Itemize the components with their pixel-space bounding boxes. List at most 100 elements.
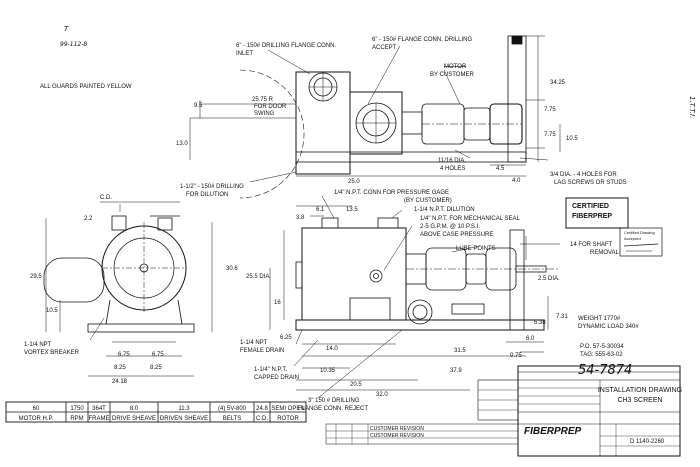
side-base bbox=[87, 323, 195, 333]
spec-value-driven-sheave: 11.3 bbox=[178, 406, 190, 412]
holes-note-1: 11/16 DIA. bbox=[438, 158, 466, 164]
guards-note: ALL GUARDS PAINTED YELLOW bbox=[40, 84, 132, 90]
dim-7-31: 7.31 bbox=[556, 314, 568, 320]
shaft-note-2: REMOVAL bbox=[590, 250, 620, 256]
dim-10-35: 10.35 bbox=[320, 368, 336, 374]
front-base-plate bbox=[295, 319, 545, 331]
dim-4-0: 4.0 bbox=[512, 178, 521, 184]
spec-value-rpm: 1750 bbox=[70, 406, 84, 412]
door-note-3: SWING bbox=[254, 111, 275, 117]
spec-value-hp: 60 bbox=[33, 406, 40, 412]
spec-table: 60 1750 364T 8.0 11.3 (4) 5V-800 24.8 SE… bbox=[5, 401, 307, 423]
title-block: CUSTOMER REVISION CUSTOMER REVISION INST… bbox=[325, 365, 682, 457]
shaft-note-1: 14 FOR SHAFT bbox=[570, 242, 613, 248]
certified-stamp bbox=[565, 197, 629, 229]
dilution-port bbox=[369, 269, 383, 283]
dim-25-0: 25.0 bbox=[348, 179, 360, 185]
spec-header-drive-sheave: DRIVE SHEAVE bbox=[112, 416, 156, 422]
dim-2-2: 2.2 bbox=[84, 216, 93, 222]
accepted-stamp-line-1: Certified Drawing bbox=[624, 230, 655, 235]
tag-number: TAG: 555-63-02 bbox=[580, 352, 623, 358]
door-note-1: 25.75 R bbox=[252, 97, 274, 103]
reject-note-1: 3" 150 # DRILLING bbox=[308, 398, 360, 404]
dim-37-9: 37.9 bbox=[450, 368, 462, 374]
drawing-number: D 1140-2260 bbox=[630, 439, 665, 445]
dim-16: 16 bbox=[274, 300, 281, 306]
dim-8-25-a: 8.25 bbox=[114, 365, 126, 371]
dim-10-5-side: 10.5 bbox=[46, 308, 58, 314]
drawing-title-2: CH3 SCREEN bbox=[617, 397, 662, 404]
reject-note-2: FLANGE CONN. REJECT bbox=[298, 406, 368, 412]
spec-header-hp: MOTOR H.P. bbox=[19, 416, 54, 422]
corner-notes: T 99-112-8 ALL GUARDS PAINTED YELLOW 1.T… bbox=[40, 25, 696, 118]
gage-note-2: (BY CUSTOMER) bbox=[404, 198, 452, 204]
weight-note: WEIGHT 1770# bbox=[578, 316, 621, 322]
inlet-label-1: 6" - 150# DRILLING FLANGE CONN. bbox=[236, 43, 336, 49]
dilution-note-2: FOR DILUTION bbox=[186, 192, 228, 198]
company-logo: FIBERPREP bbox=[524, 426, 582, 437]
spec-header-rpm: RPM bbox=[70, 416, 83, 422]
dim-25-5-dia: 25.5 DIA. bbox=[246, 274, 271, 280]
dim-8-25-b: 8.25 bbox=[150, 365, 162, 371]
drawing-title-1: INSTALLATION DRAWING bbox=[598, 387, 682, 394]
revision-2: CUSTOMER REVISION bbox=[370, 433, 424, 439]
top-base-plate bbox=[295, 151, 527, 163]
dim-0-75: 0.75 bbox=[510, 353, 522, 359]
top-pedestal bbox=[507, 35, 527, 163]
top-view: 6" - 150# DRILLING FLANGE CONN. INLET 6"… bbox=[176, 35, 627, 199]
inlet-label-2: INLET bbox=[236, 51, 253, 57]
dim-13-5: 13.5 bbox=[346, 207, 358, 213]
dilution-npt-note: 1-1/4 N.P.T. DILUTION bbox=[414, 207, 475, 213]
certified-stamp-line-2: FIBERPREP bbox=[572, 213, 612, 220]
dim-31-5: 31.5 bbox=[454, 348, 466, 354]
door-swing-arc bbox=[239, 69, 305, 199]
door-note-2: FOR DOOR bbox=[254, 104, 287, 110]
accepted-stamp bbox=[619, 227, 663, 257]
dim-6-38: 6.38 bbox=[534, 320, 546, 326]
front-pedestal bbox=[509, 229, 525, 331]
dim-20-5: 20.5 bbox=[350, 382, 362, 388]
top-coupling bbox=[401, 111, 423, 135]
spec-value-drive-sheave: 8.0 bbox=[130, 406, 139, 412]
dim-9-5: 9.5 bbox=[194, 103, 203, 109]
spec-value-frame: 364T bbox=[92, 406, 106, 412]
capped-drain-1: 1-1/4" N.P.T. bbox=[254, 367, 287, 373]
side-view: C.D. 2.2 29.5 30.6 10.5 6.75 6.75 8.25 8… bbox=[24, 195, 238, 385]
vortex-note-2: VORTEX BREAKER bbox=[24, 350, 80, 356]
dim-6-0: 6.0 bbox=[526, 336, 535, 342]
motor-label-1: MOTOR bbox=[444, 64, 467, 70]
gage-note-1: 1/4" N.P.T. CONN FOR PRESSURE GAGE bbox=[334, 190, 449, 196]
accept-label-2: ACCEPT bbox=[372, 45, 397, 51]
female-drain-2: FEMALE DRAIN bbox=[240, 348, 284, 354]
spec-header-driven-sheave: DRIVEN SHEAVE bbox=[160, 416, 208, 422]
side-flange-left bbox=[111, 215, 127, 231]
seal-note-1: 1/4" N.P.T. FOR MECHANICAL SEAL bbox=[420, 216, 520, 222]
lag-note-2: LAG SCREWS OR STUDS bbox=[554, 180, 627, 186]
holes-note-2: 4 HOLES bbox=[440, 166, 465, 172]
front-belt-guard bbox=[451, 303, 485, 315]
dim-7-75-b: 7.75 bbox=[544, 132, 556, 138]
front-top-flange-right bbox=[377, 217, 399, 229]
dim-6-25: 6.25 bbox=[280, 335, 292, 341]
dim-29-5: 29.5 bbox=[30, 274, 42, 280]
spec-value-cd: 24.8 bbox=[256, 406, 268, 412]
front-top-flange-left bbox=[321, 217, 339, 229]
dynamic-load-note: DYNAMIC LOAD 340# bbox=[578, 324, 639, 330]
dim-13-0: 13.0 bbox=[176, 141, 188, 147]
female-drain-1: 1-1/4 NPT bbox=[240, 340, 268, 346]
spec-header-cd: C.D. bbox=[256, 416, 268, 422]
dilution-note-1: 1-1/2" - 150# DRILLING bbox=[180, 184, 244, 190]
dim-2-5-dia: 2.5 DIA. bbox=[538, 276, 560, 282]
dim-6-75-b: 6.75 bbox=[152, 352, 164, 358]
dim-4-5: 4.5 bbox=[496, 166, 505, 172]
po-number: P.O. 57-5-30034 bbox=[580, 344, 624, 350]
spec-value-rotor: SEMI OPEN bbox=[271, 406, 304, 412]
accepted-stamp-line-2: Accepted bbox=[624, 236, 641, 241]
motor-label-2: BY CUSTOMER bbox=[430, 72, 474, 78]
dim-cd: C.D. bbox=[100, 195, 112, 201]
dim-6-75-a: 6.75 bbox=[118, 352, 130, 358]
capped-drain-2: CAPPED DRAIN bbox=[254, 375, 299, 381]
spec-value-belts: (4) 5V-800 bbox=[218, 406, 247, 412]
seal-note-3: ABOVE CASE PRESSURE bbox=[420, 232, 493, 238]
